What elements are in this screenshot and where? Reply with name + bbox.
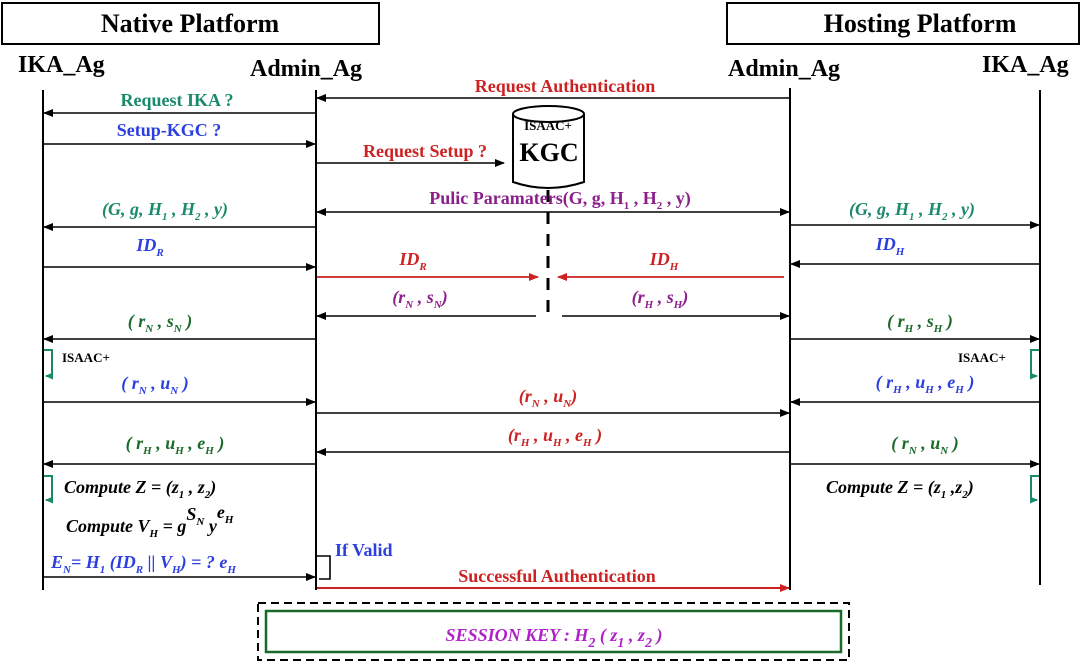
session-key-text: SESSION KEY : H2 ( z1 , z2 )	[446, 625, 663, 651]
msg-params-native: (G, g, H1 , H2 , y)	[102, 199, 228, 223]
session-key-outer-box	[257, 602, 850, 661]
msg-successful-authentication: Successful Authentication	[458, 566, 656, 586]
kgc-cylinder: ISAAC+ KGC	[512, 105, 585, 189]
msg-ru-n-mid: (rN , uN)	[519, 386, 577, 410]
hosting-ika-label: IKA_Ag	[982, 52, 1069, 78]
msg-compute-vh: Compute VH = gSN yeH	[66, 502, 234, 540]
msg-ruh-mid: (rH , uH , eH )	[508, 425, 602, 449]
isaac-label-hosting: ISAAC+	[958, 350, 1006, 365]
hosting-platform-box	[726, 2, 1080, 45]
kgc-isaac-label: ISAAC+	[524, 118, 572, 133]
msg-compute-z-hosting: Compute Z = (z1 ,z2)	[826, 477, 974, 501]
msg-ru-n-hosting: ( rN , uN )	[891, 433, 958, 457]
msg-rs-h-hosting: ( rH , sH )	[887, 311, 953, 335]
msg-id-r-kgc: IDR	[398, 249, 426, 273]
kgc-label: KGC	[519, 138, 578, 167]
msg-id-h-hosting: IDH	[875, 234, 905, 258]
msg-ru-n-native: ( rN , uN )	[121, 373, 188, 397]
native-admin-label: Admin_Ag	[250, 56, 362, 82]
native-ika-label: IKA_Ag	[18, 52, 105, 78]
msg-params-hosting: (G, g, H1 , H2 , y)	[849, 199, 975, 223]
msg-if-valid: If Valid	[335, 540, 393, 560]
msg-setup-kgc: Setup-KGC ?	[117, 120, 222, 140]
msg-ruh-native: ( rH , uH , eH )	[126, 433, 225, 457]
msg-id-h-kgc: IDH	[649, 249, 679, 273]
native-platform-box	[1, 2, 380, 45]
msg-request-authentication: Request Authentication	[475, 76, 656, 96]
msg-rs-h-kgc: (rH , sH)	[632, 287, 689, 311]
self-loop-isaac-hosting	[1030, 349, 1039, 380]
self-loop-isaac-native	[44, 349, 53, 380]
hosting-platform-title: Hosting Platform	[824, 9, 1017, 38]
msg-verify: EN= H1 (IDR || VH) = ? eH	[50, 552, 236, 576]
msg-id-r-native: IDR	[135, 235, 163, 259]
msg-rs-n-kgc: (rN , sN)	[392, 287, 447, 311]
msg-rs-n-native: ( rN , sN )	[128, 311, 192, 335]
msg-public-parameters: Pulic Paramaters(G, g, H1 , H2 , y)	[429, 188, 690, 212]
hosting-admin-label: Admin_Ag	[728, 56, 840, 82]
native-platform-title: Native Platform	[101, 9, 280, 38]
msg-compute-z-native: Compute Z = (z1 , z2)	[64, 477, 216, 501]
self-loop-compute-hosting	[1030, 475, 1039, 504]
msg-request-setup: Request Setup ?	[363, 141, 487, 161]
self-loop-compute-native	[44, 475, 53, 504]
msg-request-ika: Request IKA ?	[120, 90, 233, 110]
msg-ruh-hosting: ( rH , uH , eH )	[876, 372, 975, 396]
self-loop-if-valid	[317, 555, 331, 580]
session-key-box	[264, 609, 843, 654]
isaac-label-native: ISAAC+	[62, 350, 110, 365]
